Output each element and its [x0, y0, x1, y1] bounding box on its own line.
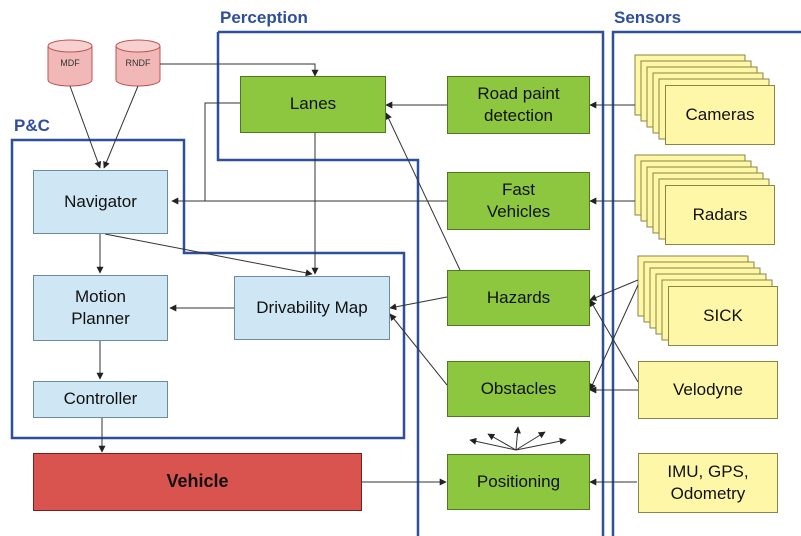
controller-label: Controller — [63, 389, 138, 409]
mdf-label: MDF — [60, 58, 80, 68]
positioning-box: Positioning — [447, 454, 590, 510]
pc-region-title: P&C — [14, 116, 50, 135]
fast-vehicles-box: Fast Vehicles — [447, 172, 590, 230]
hazards-box: Hazards — [447, 270, 590, 326]
controller-box: Controller — [33, 381, 168, 418]
sensors-region-title: Sensors — [614, 8, 682, 27]
lanes-box: Lanes — [240, 76, 386, 133]
sick-label: SICK — [703, 305, 743, 325]
sick-box: SICK — [668, 286, 778, 346]
obstacles-label: Obstacles — [480, 378, 557, 398]
road-paint-detection-box: Road paint detection — [447, 76, 590, 134]
lanes-label: Lanes — [289, 94, 337, 114]
cameras-label: Cameras — [685, 104, 755, 124]
navigator-label: Navigator — [64, 191, 137, 211]
fast-vehicles-label: Fast Vehicles — [486, 179, 551, 221]
motion-planner-label: Motion Planner — [71, 286, 130, 328]
radars-label: Radars — [692, 204, 748, 224]
velodyne-box: Velodyne — [638, 361, 778, 419]
hazards-label: Hazards — [486, 287, 551, 307]
mdf-database-icon — [47, 39, 93, 87]
motion-planner-box: Motion Planner — [33, 275, 168, 341]
pc-region-border — [10, 138, 406, 440]
vehicle-label: Vehicle — [166, 471, 229, 492]
imu-gps-odometry-label: IMU, GPS, Odometry — [667, 461, 749, 503]
connectors — [69, 63, 639, 486]
sensors-region-border — [611, 30, 801, 536]
imu-gps-odometry-box: IMU, GPS, Odometry — [638, 453, 778, 513]
drivability-map-label: Drivability Map — [256, 297, 368, 317]
rndf-label: RNDF — [125, 58, 151, 68]
positioning-label: Positioning — [476, 471, 561, 491]
vehicle-box: Vehicle — [33, 453, 362, 511]
drivability-map-box: Drivability Map — [234, 276, 390, 340]
road-paint-detection-label: Road paint detection — [477, 83, 560, 125]
navigator-box: Navigator — [33, 170, 168, 234]
velodyne-label: Velodyne — [673, 379, 743, 399]
perception-region-border — [216, 30, 605, 536]
cameras-box: Cameras — [665, 85, 775, 145]
obstacles-box: Obstacles — [447, 361, 590, 417]
perception-region-title: Perception — [220, 8, 308, 27]
radars-box: Radars — [665, 185, 775, 245]
